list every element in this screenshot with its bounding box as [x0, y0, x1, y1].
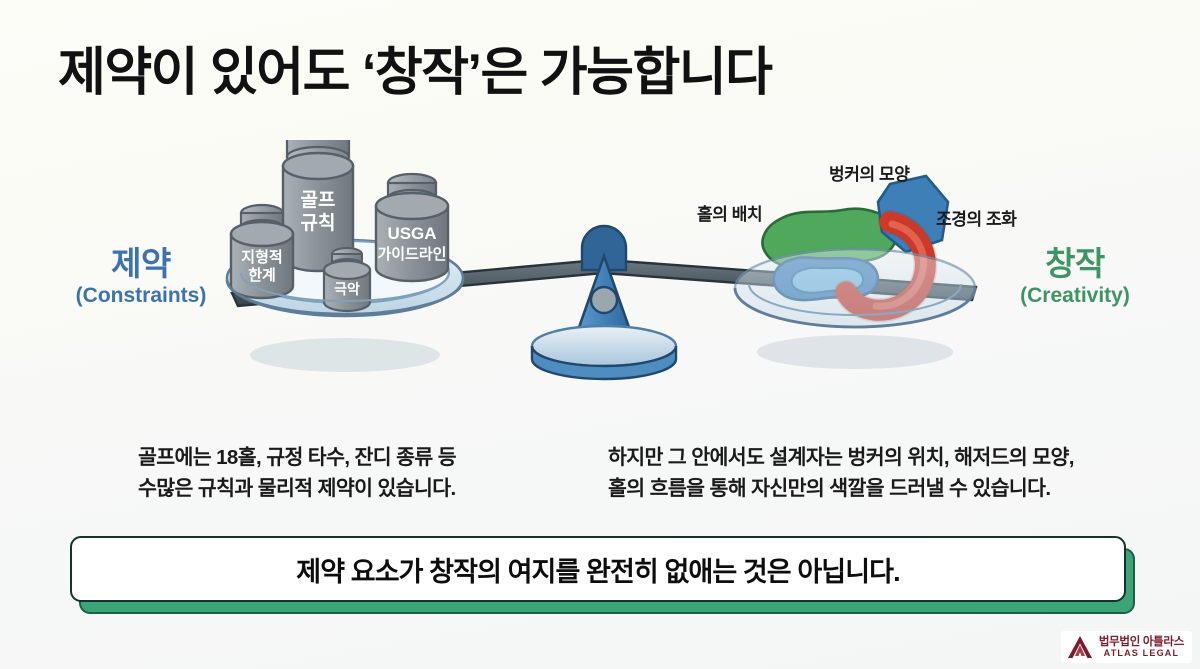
left-description: 골프에는 18홀, 규정 타수, 잔디 종류 등 수많은 규칙과 물리적 제약이… — [138, 442, 457, 504]
weight-label-terrain-line2: 한계 — [248, 267, 276, 284]
balance-scale-svg: 골프 규칙 USGA 가이드라인 — [225, 140, 978, 381]
conclusion-banner-wrap: 제약 요소가 창작의 여지를 완전히 없애는 것은 아닙니다. — [70, 536, 1135, 614]
left-pan-shadow — [250, 338, 440, 372]
atlas-triangle-icon — [1067, 636, 1092, 658]
right-description: 하지만 그 안에서도 설계자는 벙커의 위치, 해저드의 모양, 홀의 흐름을 … — [608, 442, 1074, 504]
right-pan-shadow — [757, 335, 953, 369]
creativity-heading: 창작 (Creativity) — [980, 245, 1170, 307]
constraints-heading-ko: 제약 — [111, 245, 171, 282]
creativity-heading-en: (Creativity) — [1020, 283, 1130, 307]
footer-logo-en: ATLAS LEGAL — [1103, 647, 1180, 658]
fulcrum-cap — [580, 224, 628, 272]
right-description-line2: 홀의 흐름을 통해 자신만의 색깔을 드러낼 수 있습니다. — [608, 477, 1051, 501]
weight-label-small: 극악 — [334, 281, 360, 297]
scale-fulcrum — [530, 224, 678, 381]
right-description-line1: 하지만 그 안에서도 설계자는 벙커의 위치, 해저드의 모양, — [608, 446, 1074, 469]
footer-logo-text: 법무법인 아틀라스 ATLAS LEGAL — [1099, 636, 1184, 659]
page-title: 제약이 있어도 ‘창작’은 가능합니다 — [58, 44, 773, 102]
conclusion-banner-text: 제약 요소가 창작의 여지를 완전히 없애는 것은 아닙니다. — [296, 556, 900, 587]
fulcrum-base-side — [530, 345, 678, 381]
fulcrum-pivot — [589, 285, 619, 315]
right-pan-group — [733, 174, 977, 329]
constraints-heading-en: (Constraints) — [75, 283, 207, 307]
left-description-line1: 골프에는 18홀, 규정 타수, 잔디 종류 등 — [138, 446, 457, 469]
weight-usga: USGA 가이드라인 — [374, 172, 450, 283]
left-description-line2: 수많은 규칙과 물리적 제약이 있습니다. — [138, 477, 456, 501]
creativity-heading-ko: 창작 — [1045, 245, 1105, 282]
weight-label-usga-line1: USGA — [387, 224, 436, 243]
footer-logo: 법무법인 아틀라스 ATLAS LEGAL — [1060, 631, 1192, 663]
constraints-heading: 제약 (Constraints) — [52, 245, 230, 307]
right-pan-rim — [733, 287, 977, 329]
callout-bunker-shape: 벙커의 모양 — [829, 165, 910, 184]
weight-label-golf-rule-line1: 골프 — [301, 189, 336, 211]
callout-landscape-harmony: 조경의 조화 — [936, 210, 1017, 229]
conclusion-banner: 제약 요소가 창작의 여지를 완전히 없애는 것은 아닙니다. — [70, 536, 1126, 602]
balance-scale-illustration: 골프 규칙 USGA 가이드라인 — [190, 140, 1020, 405]
weight-label-terrain-line1: 지형적 — [241, 248, 282, 266]
weight-label-usga-line2: 가이드라인 — [377, 245, 446, 263]
footer-logo-ko: 법무법인 아틀라스 — [1098, 635, 1184, 648]
weight-terrain: 지형적 한계 — [229, 203, 295, 300]
weight-label-golf-rule-line2: 규칙 — [301, 212, 336, 234]
left-pan-group: 골프 규칙 USGA 가이드라인 — [225, 140, 465, 318]
callout-hole-layout: 홀의 배치 — [697, 205, 763, 224]
weight-golf-rule: 골프 규칙 — [281, 140, 355, 273]
